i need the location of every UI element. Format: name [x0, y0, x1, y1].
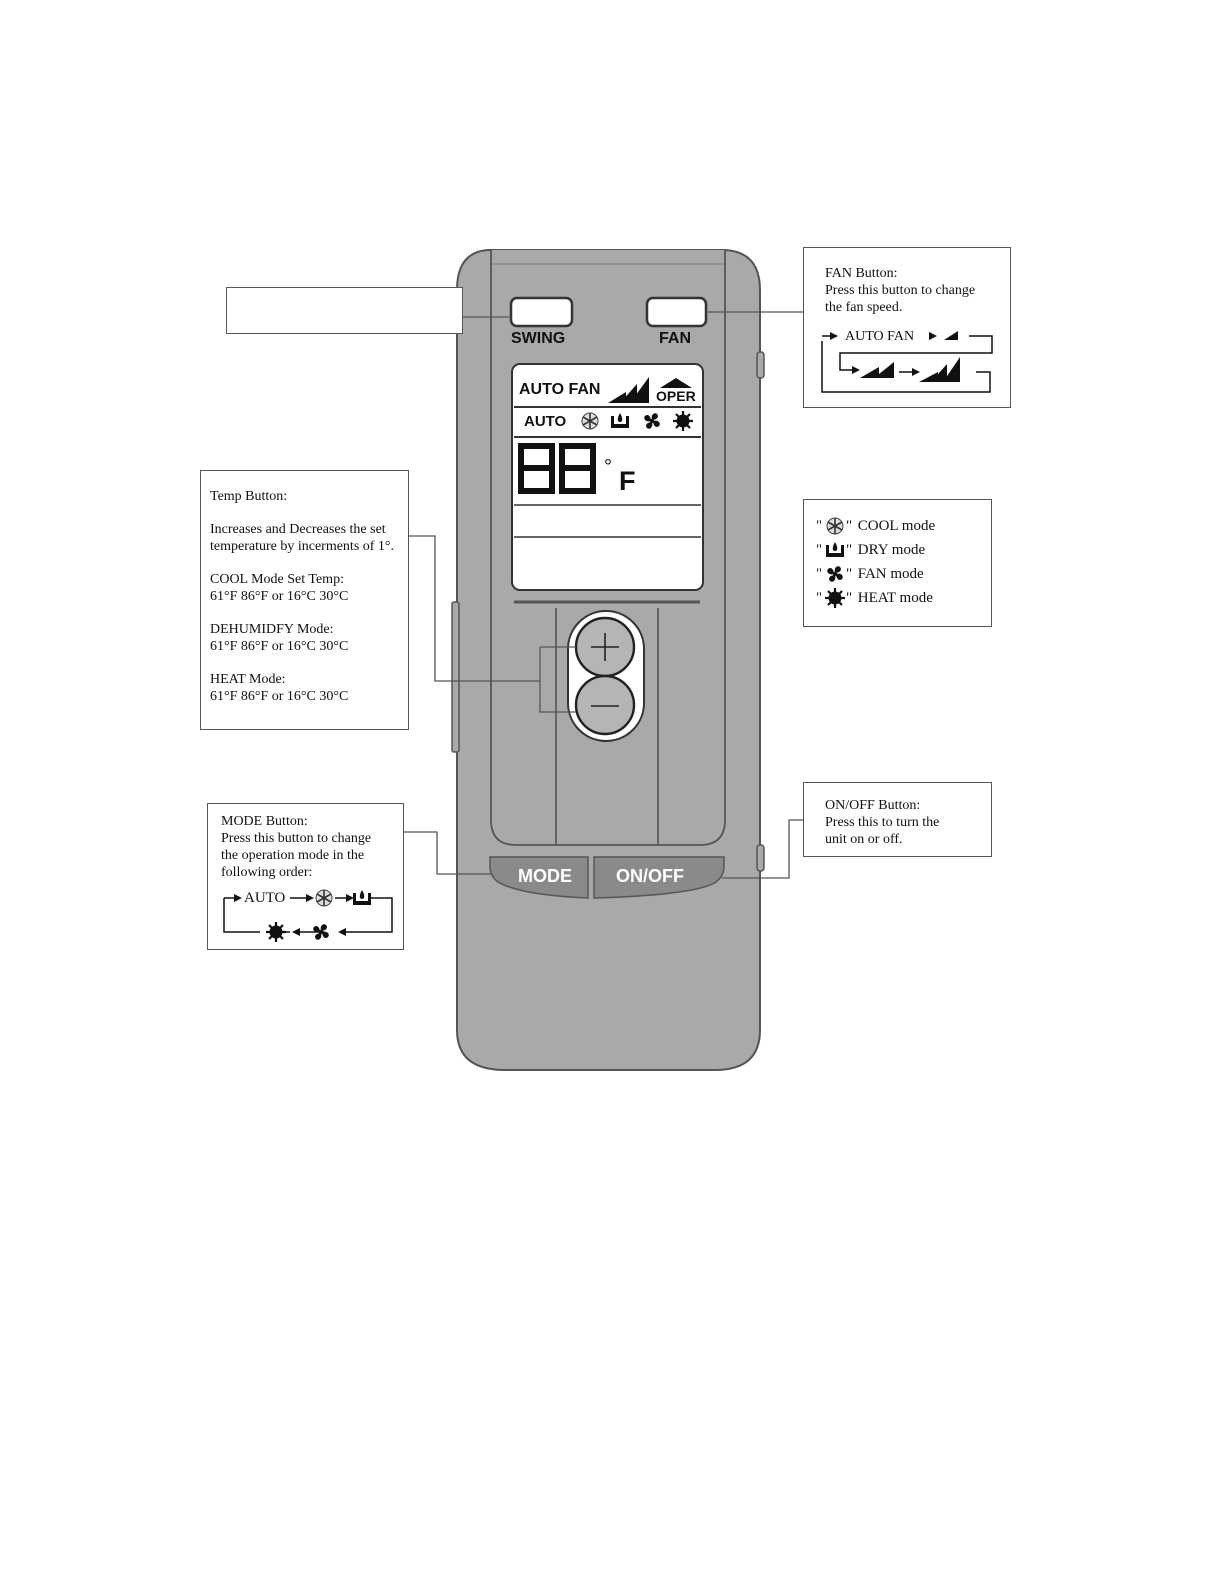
- snowflake-icon: [826, 517, 844, 535]
- mode-button[interactable]: [489, 856, 589, 899]
- onoff-box-title: ON/OFF Button:: [825, 798, 921, 813]
- legend-row-fan: " " FAN mode: [816, 562, 991, 586]
- legend-label: FAN mode: [857, 565, 924, 582]
- fan-speed-icon: [608, 377, 649, 403]
- mode-box-line: following order:: [221, 865, 313, 880]
- mode-cycle-start: AUTO: [244, 890, 286, 906]
- temp-down-button[interactable]: [574, 674, 636, 736]
- display-degree: °: [604, 456, 612, 478]
- display-auto: AUTO: [524, 413, 567, 430]
- onoff-button[interactable]: [593, 856, 725, 899]
- temp-callout-box: Temp Button: Increases and Decreases the…: [200, 470, 409, 730]
- legend-label: COOL mode: [857, 517, 936, 534]
- mode-button-label: MODE: [518, 866, 572, 886]
- legend-label: DRY mode: [857, 541, 926, 558]
- swing-button[interactable]: [509, 296, 574, 328]
- onoff-callout-box: ON/OFF Button: Press this to turn the un…: [803, 782, 992, 857]
- swing-label: SWING: [511, 330, 566, 347]
- display-unit: F: [619, 466, 636, 496]
- temp-box-line: 61°F 86°F or 16°C 30°C: [210, 589, 349, 604]
- onoff-box-line: unit on or off.: [825, 832, 903, 847]
- mode-box-line: the operation mode in the: [221, 848, 365, 863]
- temp-box-line: 61°F 86°F or 16°C 30°C: [210, 689, 349, 704]
- modes-legend-box: " " COOL mode " " DRY mode " " FAN mode …: [803, 499, 992, 627]
- mode-callout-box: MODE Button: Press this button to change…: [207, 803, 404, 950]
- mode-box-title: MODE Button:: [221, 814, 308, 829]
- oper-indicator-icon: [660, 378, 692, 388]
- temp-box-title: Temp Button:: [210, 489, 288, 504]
- mode-box-line: Press this button to change: [221, 831, 372, 846]
- legend-label: HEAT mode: [857, 589, 933, 606]
- fan-box-line: Press this button to change: [825, 283, 976, 298]
- dry-icon: [826, 542, 844, 557]
- display-oper: OPER: [656, 388, 696, 404]
- temp-box-line: 61°F 86°F or 16°C 30°C: [210, 639, 349, 654]
- lcd-display: [511, 363, 704, 591]
- fan-label: FAN: [659, 330, 691, 347]
- display-auto-fan: AUTO FAN: [519, 381, 601, 398]
- temp-box-line: Increases and Decreases the set: [210, 522, 386, 537]
- fan-callout-box: FAN Button: Press this button to change …: [803, 247, 1011, 408]
- fan-speed-cycle-diagram: [821, 331, 993, 393]
- sun-icon: [824, 588, 846, 608]
- swing-callout-box: [226, 287, 463, 334]
- dry-icon: [353, 890, 371, 905]
- legend-row-dry: " " DRY mode: [816, 538, 991, 562]
- fan-icon: [827, 566, 843, 582]
- mode-cycle-diagram: [223, 889, 393, 944]
- temperature-digits: [518, 443, 596, 494]
- temp-box-line: temperature by incerments of 1°.: [210, 539, 395, 554]
- temp-box-line: COOL Mode Set Temp:: [210, 572, 344, 587]
- temp-box-line: HEAT Mode:: [210, 672, 286, 687]
- legend-row-heat: " " HEAT mode: [816, 586, 991, 610]
- fan-cycle-start: AUTO FAN: [845, 329, 915, 344]
- fan-box-title: FAN Button:: [825, 266, 898, 281]
- onoff-button-label: ON/OFF: [616, 866, 684, 886]
- fan-box-line: the fan speed.: [825, 300, 903, 315]
- onoff-box-line: Press this to turn the: [825, 815, 940, 830]
- legend-row-cool: " " COOL mode: [816, 514, 991, 538]
- temp-box-line: DEHUMIDFY Mode:: [210, 622, 334, 637]
